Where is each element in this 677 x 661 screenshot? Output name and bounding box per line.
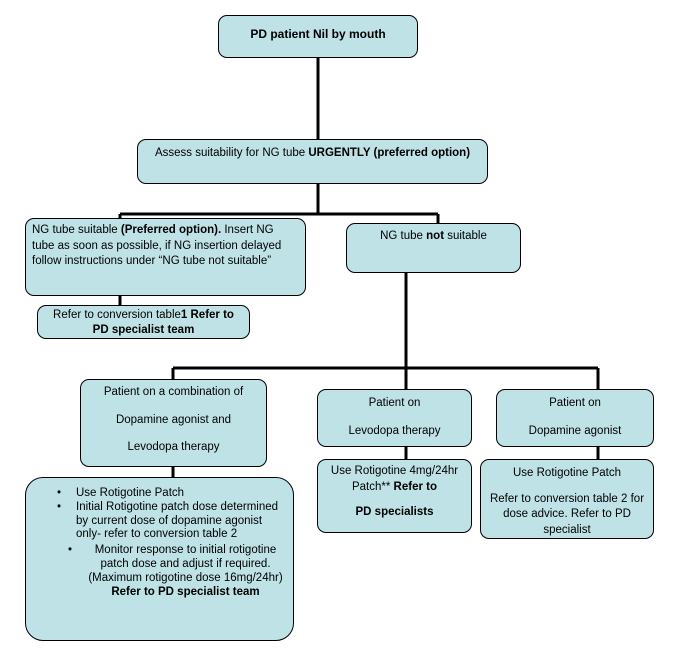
node-levodopa-line1: Patient on [368, 397, 421, 409]
node-ng-tube-suitable: NG tube suitable (Preferred option). Ins… [25, 218, 306, 296]
node-agonist-line1: Patient on [549, 397, 601, 409]
node-levodopa-action: Use Rotigotine 4mg/24hr Patch** Refer to… [317, 459, 472, 533]
node-combo-line2: Dopamine agonist and [115, 413, 232, 426]
node-agonist-action: Use Rotigotine Patch Refer to conversion… [480, 459, 654, 539]
node-ng-not-suitable-rest: suitable [444, 230, 487, 242]
combo-action-item-3-text: Monitor response to initial rotigotine p… [88, 544, 283, 584]
node-levodopa-action-bold2: PD specialists [355, 506, 434, 519]
node-ng-tube-not-suitable: NG tube not suitable [346, 223, 521, 273]
combo-action-item-1: • Use Rotigotine Patch [26, 487, 287, 501]
node-levodopa-action-bold1: Refer to [393, 480, 437, 493]
node-agonist-action-line2: Refer to conversion table 2 for dose adv… [489, 492, 645, 536]
node-ng-suitable-bold: (Preferred option). [120, 224, 222, 236]
node-start: PD patient Nil by mouth [218, 15, 418, 58]
combo-action-item-2: • Initial Rotigotine patch dose determin… [26, 501, 287, 542]
node-combo-line3: Levodopa therapy [127, 441, 220, 454]
node-start-text: PD patient Nil by mouth [250, 27, 386, 41]
combo-action-item-2-text: Initial Rotigotine patch dose determined… [76, 500, 279, 541]
node-ng-suitable-rest: Insert NG tube as soon as possible, if N… [32, 224, 282, 268]
node-levodopa-therapy: Patient on Levodopa therapy [317, 389, 472, 447]
node-ng-not-suitable-text: NG tube [380, 230, 427, 242]
node-refer-table1-text: Refer to conversion table [53, 309, 181, 321]
node-ng-not-suitable-bold: not [426, 230, 445, 242]
node-agonist-action-line1: Use Rotigotine Patch [512, 467, 622, 479]
node-combination-actions: • Use Rotigotine Patch • Initial Rotigot… [25, 477, 294, 641]
bullet-icon: • [57, 500, 62, 513]
combo-action-item-1-text: Use Rotigotine Patch [76, 487, 185, 499]
node-combo-line1: Patient on a combination of [103, 386, 244, 398]
node-assess-bold: URGENTLY (preferred option) [308, 147, 471, 159]
node-refer-conversion-table-1: Refer to conversion table1 Refer to PD s… [37, 305, 250, 339]
combo-action-item-3: • Monitor response to initial rotigotine… [26, 544, 287, 599]
node-assess-text: Assess suitability for NG tube [154, 147, 309, 159]
node-refer-table1-bold: 1 Refer to PD specialist team [92, 309, 234, 336]
bullet-icon: • [68, 544, 73, 557]
combo-action-item-3-bold: Refer to PD specialist team [111, 585, 260, 598]
node-agonist-line2: Dopamine agonist [528, 424, 622, 437]
node-combination-therapy: Patient on a combination of Dopamine ago… [80, 379, 267, 467]
node-assess-ng-suitability: Assess suitability for NG tube URGENTLY … [137, 139, 488, 184]
combo-actions-list: • Use Rotigotine Patch • Initial Rotigot… [26, 487, 287, 599]
node-levodopa-line2: Levodopa therapy [348, 424, 441, 437]
node-ng-suitable-text: NG tube suitable [32, 224, 121, 236]
node-levodopa-action-text: Use Rotigotine 4mg/24hr Patch** [330, 465, 459, 493]
node-dopamine-agonist: Patient on Dopamine agonist [496, 389, 654, 447]
bullet-icon: • [57, 487, 62, 499]
